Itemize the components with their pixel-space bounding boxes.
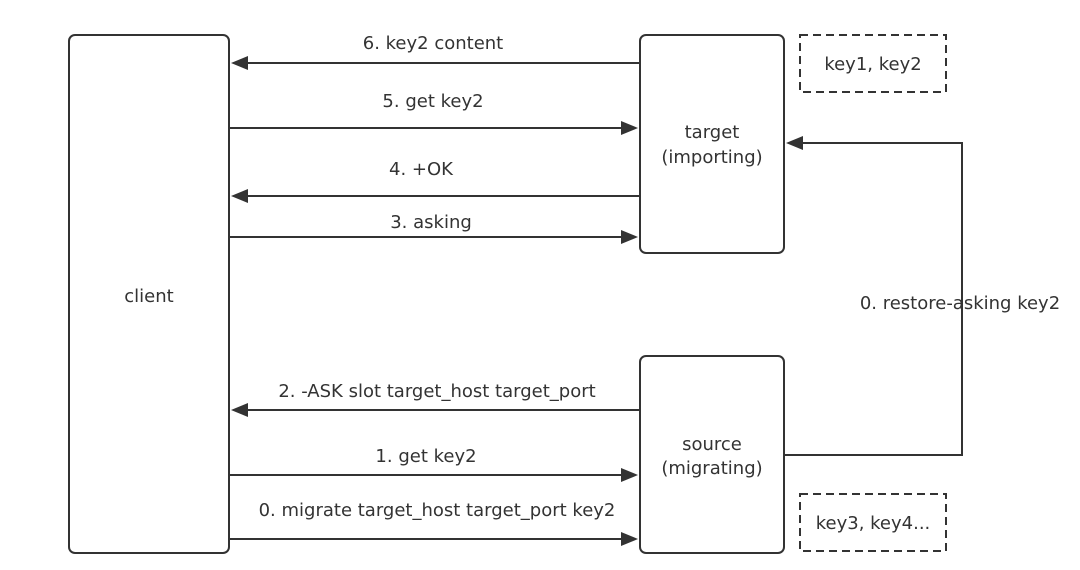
target-sublabel: (importing) [661,147,762,168]
edge-0-restore-label: 0. restore-asking key2 [860,293,1060,314]
edge-4-arrowhead [231,189,248,203]
edge-0-restore-arrowhead [786,136,803,150]
edge-6-arrowhead [231,56,248,70]
client-label: client [124,286,173,307]
target-keys-box [799,34,947,93]
edge-5-arrowhead [621,121,638,135]
source-label: source [682,434,742,455]
edge-3-arrowhead [621,230,638,244]
edge-0-restore-line [784,142,963,456]
client-node [68,34,230,554]
edge-3-label: 3. asking [390,212,472,233]
edge-0-migrate-label: 0. migrate target_host target_port key2 [259,500,616,521]
edge-6-label: 6. key2 content [363,33,504,54]
source-sublabel: (migrating) [661,458,762,479]
source-keys-box [799,493,947,552]
target-node [639,34,785,254]
target-keys-label: key1, key2 [824,54,921,75]
edge-2-label: 2. -ASK slot target_host target_port [278,381,595,402]
edge-1-label: 1. get key2 [375,446,476,467]
edge-0-migrate-arrowhead [621,532,638,546]
edge-4-label: 4. +OK [389,159,454,180]
edge-1-arrowhead [621,468,638,482]
edge-5-label: 5. get key2 [382,91,483,112]
target-label: target [685,122,740,143]
source-keys-label: key3, key4... [816,513,931,534]
edge-2-arrowhead [231,403,248,417]
